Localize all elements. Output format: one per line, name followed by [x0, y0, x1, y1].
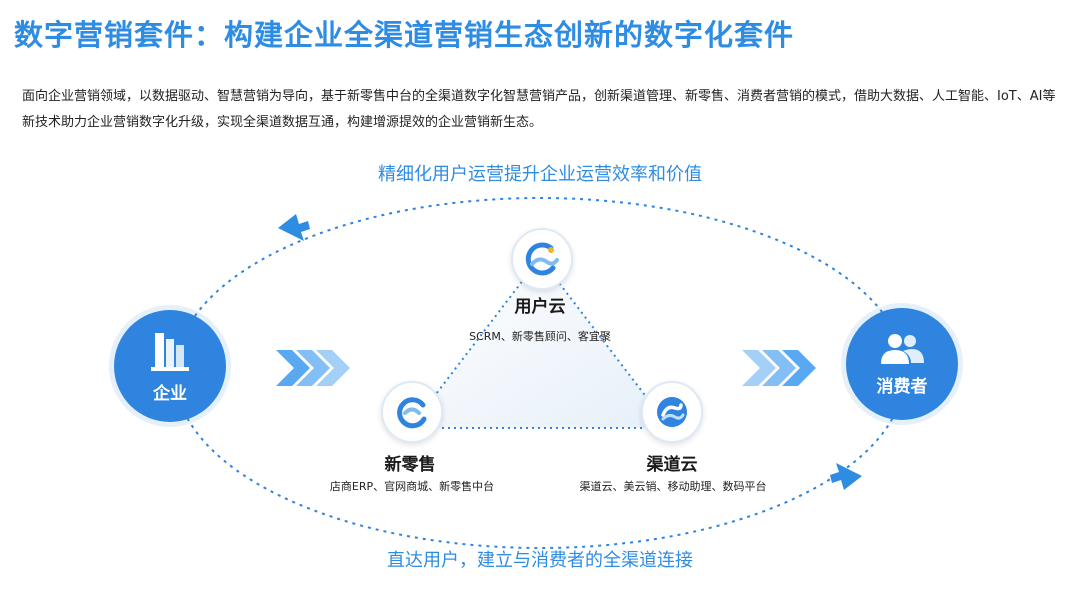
new-retail-logo-icon — [397, 397, 427, 429]
bottom-caption: 直达用户，建立与消费者的全渠道连接 — [387, 550, 693, 571]
building-icon — [151, 332, 189, 371]
users-icon — [881, 333, 924, 364]
channel-cloud-label: 渠道云 — [646, 455, 698, 475]
top-caption: 精细化用户运营提升企业运营效率和价值 — [378, 164, 702, 185]
channel-cloud-desc: 渠道云、美云销、移动助理、数码平台 — [579, 480, 767, 493]
enterprise-node: 企业 — [114, 310, 226, 422]
chevrons-right-icon — [742, 350, 816, 386]
arrow-top-left-icon — [278, 214, 310, 241]
consumer-label: 消费者 — [876, 376, 928, 397]
center-triangle — [407, 256, 673, 429]
user-cloud-desc: SCRM、新零售顾问、客宜聚 — [469, 330, 611, 343]
page-title: 数字营销套件：构建企业全渠道营销生态创新的数字化套件 — [14, 18, 795, 52]
user-cloud-logo — [511, 228, 573, 290]
consumer-node: 消费者 — [846, 308, 958, 420]
channel-cloud-logo-icon — [657, 397, 687, 427]
enterprise-label: 企业 — [153, 383, 187, 404]
arrow-bottom-right-icon — [830, 463, 862, 490]
user-cloud-label: 用户云 — [514, 297, 566, 317]
user-cloud-logo-icon — [525, 242, 559, 276]
new-retail-logo — [381, 381, 443, 443]
channel-cloud-logo — [641, 381, 703, 443]
new-retail-desc: 店商ERP、官网商城、新零售中台 — [329, 480, 495, 493]
new-retail-label: 新零售 — [384, 455, 436, 475]
chevrons-left-icon — [276, 350, 350, 386]
intro-paragraph: 面向企业营销领域，以数据驱动、智慧营销为导向，基于新零售中台的全渠道数字化智慧营… — [22, 89, 1056, 130]
